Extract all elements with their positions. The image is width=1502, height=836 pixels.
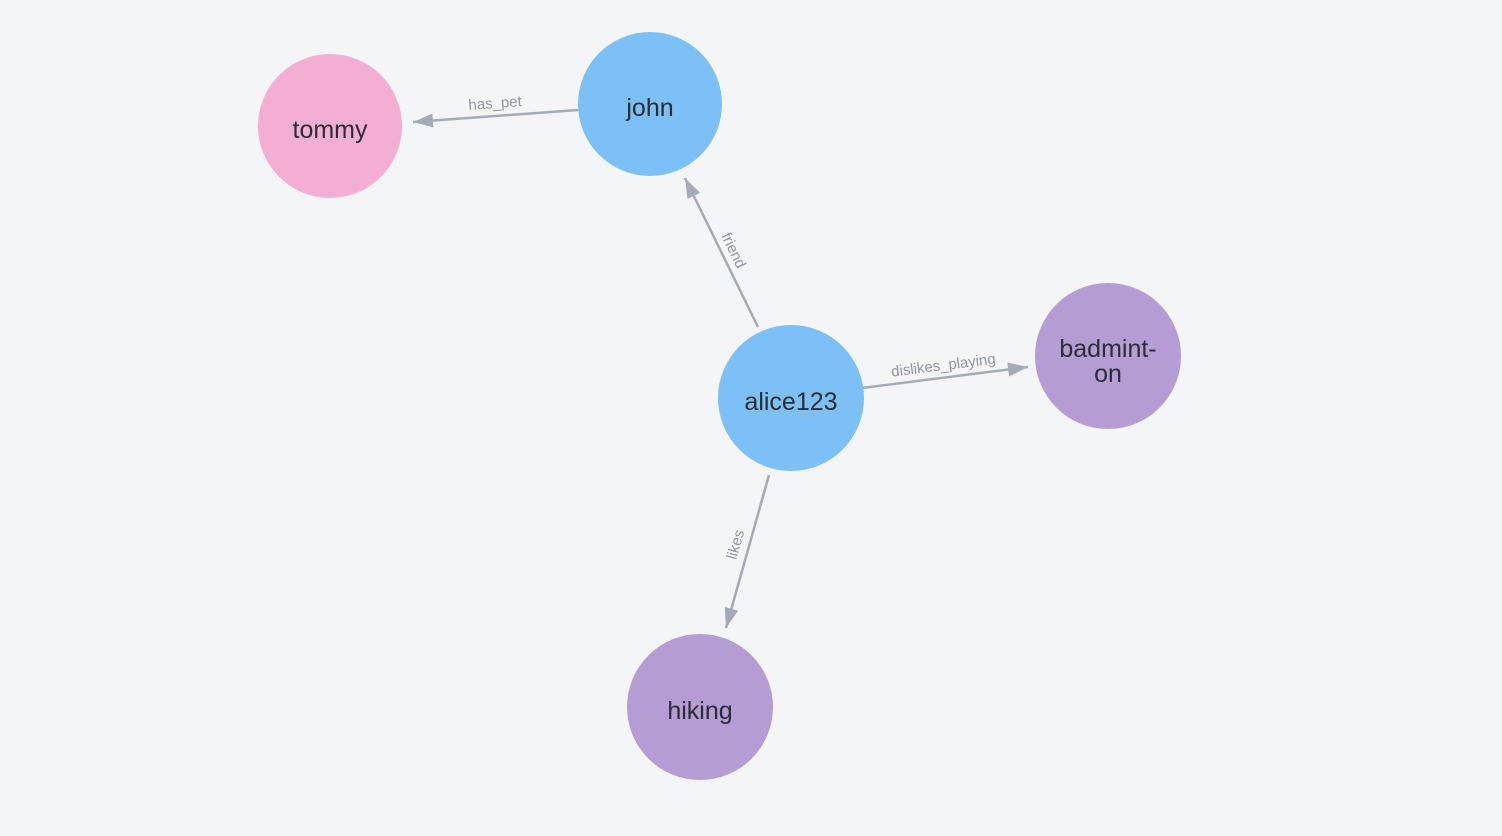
edge-label: dislikes_playing bbox=[890, 351, 996, 381]
edge-line[interactable] bbox=[683, 177, 760, 328]
node-john[interactable]: john bbox=[578, 32, 722, 176]
edge-line[interactable] bbox=[724, 474, 771, 629]
edge-label: likes bbox=[724, 528, 748, 561]
edge-line[interactable] bbox=[861, 362, 1029, 390]
edge-alice123-friend-john[interactable]: friend bbox=[683, 177, 760, 328]
node-tommy[interactable]: tommy bbox=[258, 54, 402, 198]
node-badminton[interactable]: badmint- on bbox=[1035, 283, 1181, 429]
edge-line[interactable] bbox=[412, 108, 579, 128]
edge-label: has_pet bbox=[468, 93, 523, 114]
node-circle[interactable] bbox=[718, 325, 864, 471]
node-alice123[interactable]: alice123 bbox=[718, 325, 864, 471]
node-circle[interactable] bbox=[1035, 283, 1181, 429]
edge-alice123-dislikes_playing-badminton[interactable]: dislikes_playing bbox=[861, 351, 1029, 390]
node-circle[interactable] bbox=[627, 634, 773, 780]
edge-alice123-likes-hiking[interactable]: likes bbox=[724, 474, 771, 629]
node-circle[interactable] bbox=[578, 32, 722, 176]
edge-label: friend bbox=[717, 230, 749, 271]
edge-john-has_pet-tommy[interactable]: has_pet bbox=[412, 93, 579, 128]
node-hiking[interactable]: hiking bbox=[627, 634, 773, 780]
node-circle[interactable] bbox=[258, 54, 402, 198]
